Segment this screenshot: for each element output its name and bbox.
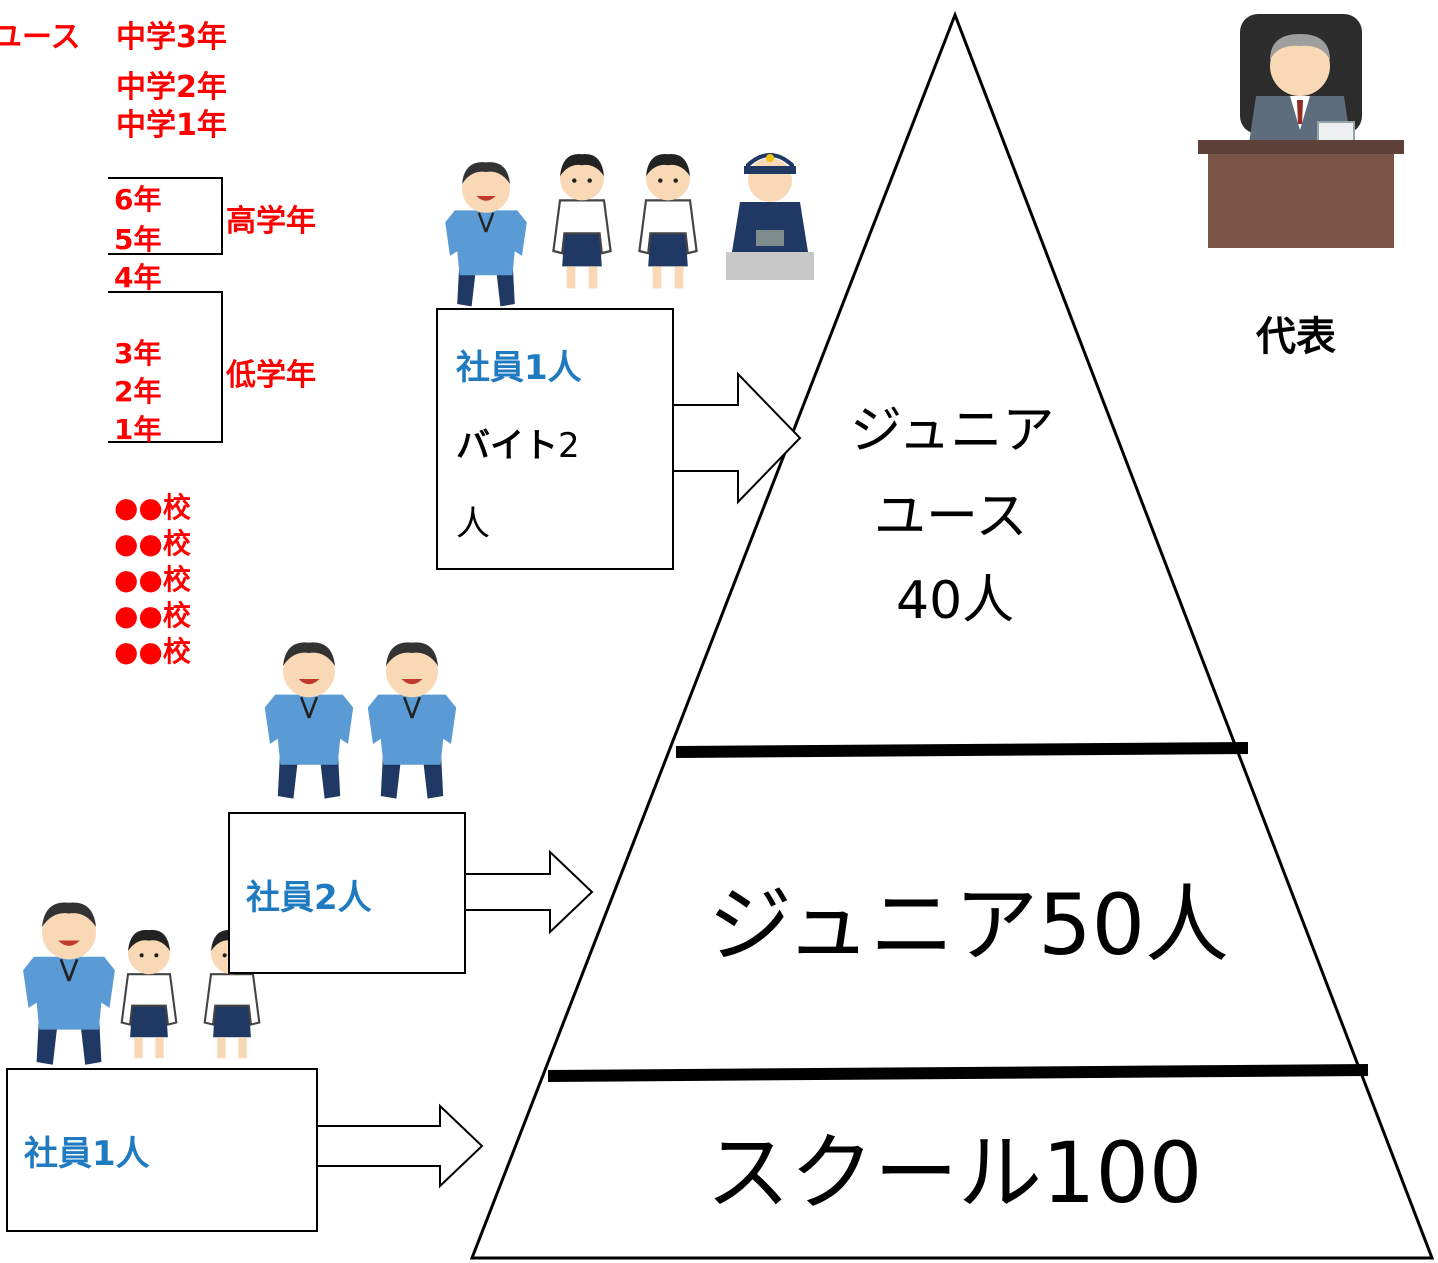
part-time-count: バイト2 — [456, 418, 580, 467]
student-icon — [638, 152, 698, 290]
pyramid — [469, 10, 1435, 1260]
grade-1: 1年 — [114, 413, 162, 446]
school-item: ●●校 — [114, 563, 191, 596]
arrow-icon-top — [669, 371, 802, 505]
staff-box-top: 社員1人 バイト2 人 — [436, 308, 674, 570]
staff-count-top: 社員1人 — [456, 348, 582, 388]
pyramid-divider-lower — [547, 1064, 1369, 1082]
pyramid-top-line2: ユース — [874, 487, 1028, 547]
student-icon — [120, 928, 178, 1060]
school-item: ●●校 — [114, 635, 191, 668]
coach-icon — [366, 641, 458, 800]
conductor-icon — [726, 153, 814, 280]
school-item: ●●校 — [114, 491, 191, 524]
grade-5: 5年 — [114, 223, 162, 256]
grade-6: 6年 — [114, 183, 162, 216]
staff-box-bottom: 社員1人 — [6, 1068, 318, 1232]
representative-label: 代表 — [1256, 314, 1336, 360]
school-item: ●●校 — [114, 527, 191, 560]
part-time-unit: 人 — [456, 504, 490, 544]
grade-jhs-2: 中学2年 — [116, 70, 227, 105]
coach-icon — [444, 160, 528, 308]
staff-box-middle: 社員2人 — [228, 812, 466, 974]
arrow-icon-bottom — [315, 1103, 484, 1189]
grade-jhs-1: 中学1年 — [116, 108, 227, 143]
youth-label: ユース — [0, 20, 81, 55]
upper-grades-label: 高学年 — [226, 204, 316, 239]
lower-grades-label: 低学年 — [226, 358, 316, 393]
student-icon — [552, 152, 612, 290]
pyramid-top-line3: 40人 — [896, 571, 1015, 631]
pyramid-top-line1: ジュニア — [850, 401, 1055, 461]
staff-count-bottom: 社員1人 — [24, 1134, 150, 1174]
school-item: ●●校 — [114, 599, 191, 632]
grade-3: 3年 — [114, 337, 162, 370]
part-time-number: 2 — [558, 426, 580, 466]
part-time-label: バイト — [456, 426, 558, 466]
coach-icon — [263, 641, 355, 800]
staff-count-middle: 社員2人 — [246, 878, 372, 918]
pyramid-middle-label: ジュニア50人 — [708, 876, 1230, 974]
grade-2: 2年 — [114, 375, 162, 408]
grade-4: 4年 — [114, 261, 162, 294]
arrow-icon-middle — [461, 849, 594, 935]
coach-icon — [21, 901, 117, 1067]
pyramid-bottom-label: スクール100 — [706, 1124, 1203, 1222]
pyramid-divider-upper — [675, 742, 1249, 758]
president-icon — [1198, 14, 1404, 248]
grade-jhs-3: 中学3年 — [116, 20, 227, 55]
grade-brackets — [108, 177, 223, 443]
